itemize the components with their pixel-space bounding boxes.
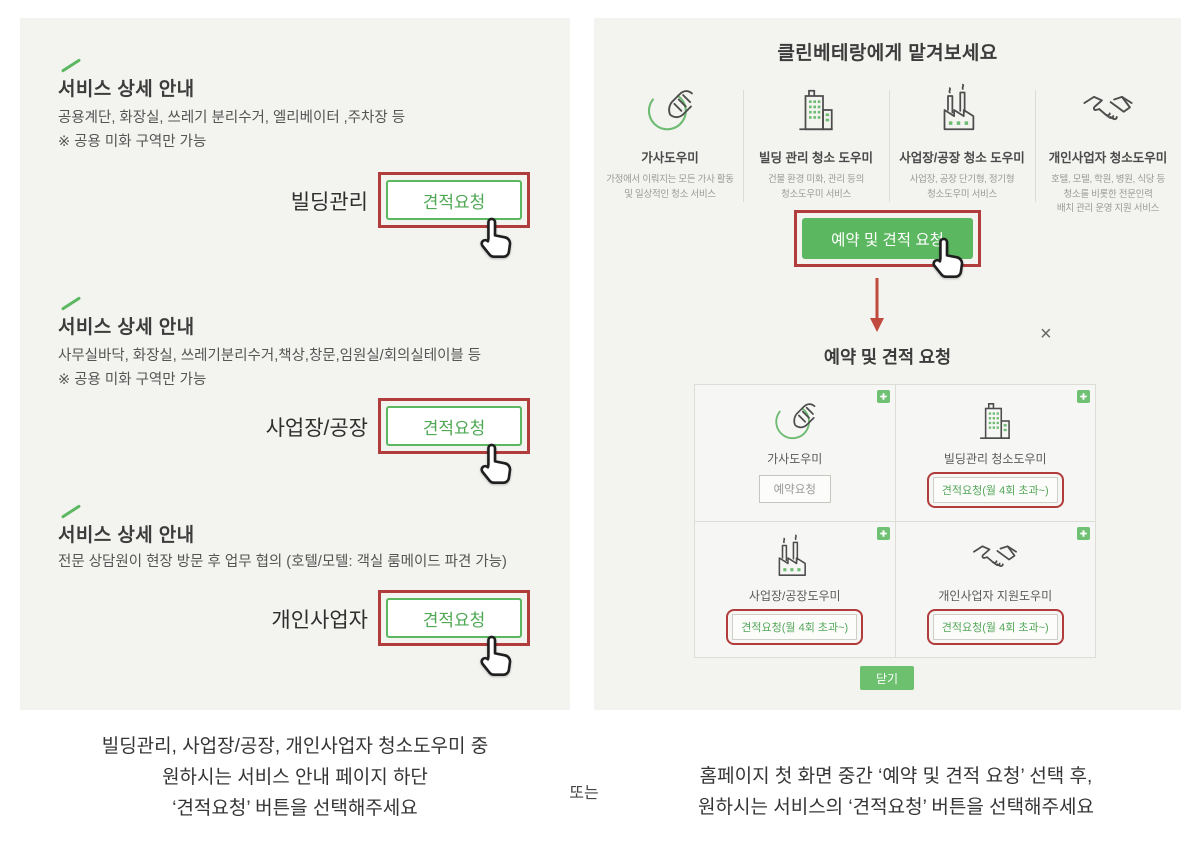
reserve-request-button[interactable]: 예약요청	[758, 475, 831, 503]
section-note: ※ 공용 미화 구역만 가능	[58, 134, 207, 150]
service-description: 건물 환경 미화, 관리 등의 청소도우미 서비스	[767, 174, 865, 200]
cleaning-hand-icon	[642, 82, 698, 138]
cleaning-hand-icon	[770, 396, 820, 446]
plus-icon[interactable]	[1077, 390, 1090, 403]
service-card-housekeeping: 가사도우미 가정에서 이뤄지는 모든 가사 활동 및 일상적인 청소 서비스	[600, 82, 740, 202]
click-cursor-icon	[472, 214, 518, 260]
factory-icon	[934, 82, 990, 138]
quote-annotation-pill: 견적요청(월 4회 초과~)	[926, 608, 1064, 645]
quote-request-button[interactable]: 견적요청(월 4회 초과~)	[932, 477, 1058, 503]
service-card-individual: 개인사업자 청소도우미 호텔, 모텔, 학원, 병원, 식당 등 청소를 비롯한…	[1038, 82, 1178, 217]
left-instruction-caption: 빌딩관리, 사업장/공장, 개인사업자 청소도우미 중 원하시는 서비스 안내 …	[101, 736, 489, 819]
building-icon	[788, 82, 844, 138]
modal-cell-individual: 개인사업자 지원도우미 견적요청(월 4회 초과~)	[895, 521, 1096, 658]
service-label-building: 빌딩관리	[290, 191, 368, 214]
modal-title: 예약 및 견적 요청	[823, 347, 952, 367]
column-divider	[889, 90, 890, 202]
service-description: 호텔, 모텔, 학원, 병원, 식당 등 청소를 비롯한 전문인력 배치 관리 …	[1051, 174, 1165, 215]
service-name: 빌딩 관리 청소 도우미	[759, 151, 873, 165]
column-divider	[743, 90, 744, 202]
section-description: 전문 상담원이 현장 방문 후 업무 협의 (호텔/모텔: 객실 룸메이드 파견…	[58, 554, 507, 570]
service-name: 개인사업자 청소도우미	[1048, 151, 1168, 165]
right-instruction-caption: 홈페이지 첫 화면 중간 ‘예약 및 견적 요청’ 선택 후, 원하시는 서비스…	[698, 766, 1094, 818]
click-cursor-icon	[472, 632, 518, 678]
handshake-icon	[1080, 82, 1136, 138]
quote-annotation-box: 견적요청	[378, 590, 530, 646]
modal-cell-factory: 사업장/공장도우미 견적요청(월 4회 초과~)	[695, 521, 896, 658]
plus-icon[interactable]	[1077, 527, 1090, 540]
left-panel: 서비스 상세 안내 공용계단, 화장실, 쓰레기 분리수거, 엘리베이터 ,주차…	[20, 18, 570, 710]
quote-annotation-pill: 견적요청(월 4회 초과~)	[726, 608, 864, 645]
close-icon[interactable]: ×	[1040, 323, 1052, 345]
cell-name: 개인사업자 지원도우미	[938, 588, 1053, 603]
service-name: 사업장/공장 청소 도우미	[899, 151, 1025, 165]
modal-grid: 가사도우미 예약요청 빌딩관리 청소도우미 견적요청(월 4회 초과~) 사업장…	[694, 384, 1096, 658]
green-tick-icon	[60, 58, 82, 73]
quote-annotation-box: 견적요청	[378, 398, 530, 454]
column-divider	[1035, 90, 1036, 202]
quote-request-button-building[interactable]: 견적요청	[386, 180, 522, 220]
red-arrow-icon	[870, 278, 884, 332]
homepage-title: 클린베테랑에게 맡겨보세요	[777, 43, 998, 64]
cell-name: 가사도우미	[767, 452, 823, 466]
quote-request-button-individual[interactable]: 견적요청	[386, 598, 522, 638]
section-note: ※ 공용 미화 구역만 가능	[58, 372, 207, 388]
service-card-building: 빌딩 관리 청소 도우미 건물 환경 미화, 관리 등의 청소도우미 서비스	[746, 82, 886, 202]
quote-request-button-workplace[interactable]: 견적요청	[386, 406, 522, 446]
quote-annotation-box: 견적요청	[378, 172, 530, 228]
section-description: 공용계단, 화장실, 쓰레기 분리수거, 엘리베이터 ,주차장 등	[58, 110, 406, 126]
cell-name: 사업장/공장도우미	[748, 588, 841, 603]
service-label-workplace: 사업장/공장	[265, 417, 368, 440]
quote-request-button[interactable]: 견적요청(월 4회 초과~)	[932, 613, 1058, 640]
section-title: 서비스 상세 안내	[58, 317, 195, 338]
service-description: 가정에서 이뤄지는 모든 가사 활동 및 일상적인 청소 서비스	[606, 174, 734, 200]
building-icon	[970, 396, 1020, 446]
factory-icon	[770, 533, 820, 583]
handshake-icon	[970, 533, 1020, 583]
section-description: 사무실바닥, 화장실, 쓰레기분리수거,책상,창문,임원실/회의실테이블 등	[58, 348, 482, 364]
section-title: 서비스 상세 안내	[58, 79, 195, 100]
cell-name: 빌딩관리 청소도우미	[943, 452, 1047, 466]
plus-icon[interactable]	[877, 390, 890, 403]
green-tick-icon	[60, 504, 82, 519]
service-label-individual: 개인사업자	[271, 609, 368, 632]
section-title: 서비스 상세 안내	[58, 525, 195, 546]
quote-annotation-pill: 견적요청(월 4회 초과~)	[926, 472, 1064, 508]
plus-icon[interactable]	[877, 527, 890, 540]
service-name: 가사도우미	[641, 151, 699, 165]
service-description: 사업장, 공장 단기형, 정기형 청소도우미 서비스	[909, 174, 1015, 200]
modal-cell-housekeeping: 가사도우미 예약요청	[695, 385, 896, 522]
green-tick-icon	[60, 296, 82, 311]
connector-text: 또는	[569, 785, 599, 802]
click-cursor-icon	[472, 440, 518, 486]
quote-request-button[interactable]: 견적요청(월 4회 초과~)	[732, 613, 858, 640]
modal-close-button[interactable]: 닫기	[860, 666, 914, 690]
modal-cell-building: 빌딩관리 청소도우미 견적요청(월 4회 초과~)	[895, 385, 1096, 522]
click-cursor-icon	[924, 234, 970, 280]
right-panel: 클린베테랑에게 맡겨보세요 가사도우미 가정에서 이뤄지는 모든 가사 활동 및…	[594, 18, 1181, 710]
service-card-factory: 사업장/공장 청소 도우미 사업장, 공장 단기형, 정기형 청소도우미 서비스	[892, 82, 1032, 202]
